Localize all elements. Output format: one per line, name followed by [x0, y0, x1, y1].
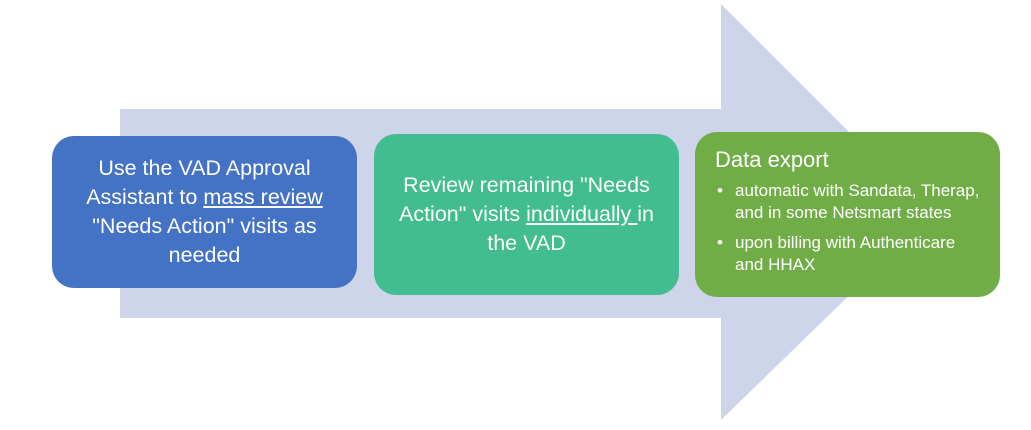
stage-3-bullet-text-1: automatic with Sandata, Therap, and in s…: [735, 181, 980, 222]
stage-1-line-1: Use the VAD Approval: [98, 156, 311, 180]
stage-3-bullet-text-2: upon billing with Authenticare and HHAX: [735, 233, 956, 274]
stage-2-text: Review remaining "Needs Action" visits i…: [399, 171, 654, 258]
stage-3-bullet-list: • automatic with Sandata, Therap, and in…: [713, 180, 984, 275]
bullet-dot-icon: •: [717, 233, 723, 252]
process-stage-3[interactable]: Data export • automatic with Sandata, Th…: [695, 132, 1000, 297]
stage-2-line-1: Review remaining "Needs: [403, 173, 650, 197]
stage-1-text: Use the VAD Approval Assistant to mass r…: [86, 154, 323, 270]
stage-1-line-3: "Needs Action" visits as: [92, 214, 317, 238]
process-stage-1[interactable]: Use the VAD Approval Assistant to mass r…: [52, 136, 357, 288]
bullet-dot-icon: •: [717, 181, 723, 200]
stage-1-emphasis-mass-review: mass review: [203, 185, 323, 209]
stage-2-line-2-part-3: in: [637, 202, 654, 226]
stage-3-bullet-item-2: • upon billing with Authenticare and HHA…: [713, 232, 984, 275]
stage-2-line-2-part-1: Action" visits: [398, 202, 527, 226]
stage-1-line-2-part-1: Assistant to: [86, 185, 204, 209]
stage-3-title: Data export: [715, 147, 829, 172]
stage-2-emphasis-individually: individually: [526, 202, 638, 226]
stage-3-bullet-item-1: • automatic with Sandata, Therap, and in…: [713, 180, 984, 223]
process-stage-2[interactable]: Review remaining "Needs Action" visits i…: [374, 134, 679, 295]
stage-2-line-3: the VAD: [487, 231, 566, 255]
stage-1-line-4: needed: [168, 243, 241, 267]
